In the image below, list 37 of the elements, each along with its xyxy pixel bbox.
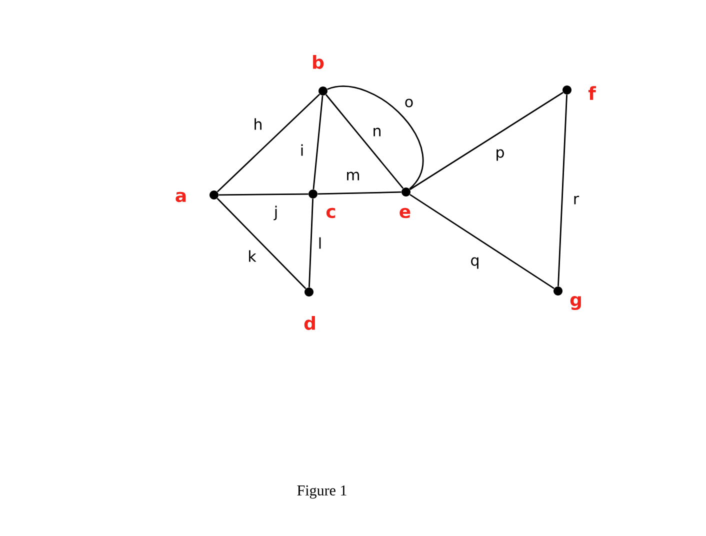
graph-edge [327,86,424,190]
edge-label: n [371,126,383,138]
vertex-dot [304,288,314,296]
graph-edge [216,198,306,290]
vertex-label: d [304,316,315,330]
edge-label: p [494,148,506,162]
vertex-dot [562,86,572,94]
graph-edge [325,94,404,189]
vertex-dot [308,190,318,198]
graph-edge [312,96,324,190]
vertex-dot [210,190,218,200]
vertex-dot [554,286,562,296]
edge-label: r [572,194,580,206]
graph-edge [218,193,308,196]
vertex-label: f [588,86,596,100]
vertex-dot [318,86,328,96]
vertex-label: a [176,192,186,202]
graph-edge [308,198,314,288]
vertex-label: c [326,208,336,218]
vertex-label: e [400,208,410,218]
edge-label: q [469,256,481,270]
edge-label: m [344,170,362,182]
edge-label: o [403,98,415,108]
graph-edge [318,191,402,195]
graph-edge [558,94,568,286]
vertex-label: b [313,55,324,69]
edge-label: h [252,117,264,131]
figure-caption: Figure 1 [297,485,346,499]
graph-edge [216,94,320,192]
vertex-label: g [570,296,581,310]
edge-label: k [246,249,258,263]
edge-label: j [272,204,280,222]
graph-edge [410,194,554,290]
graph-edge [410,92,564,190]
edge-label: l [316,236,324,250]
edge-label: i [298,143,306,157]
vertex-dot [402,188,410,196]
